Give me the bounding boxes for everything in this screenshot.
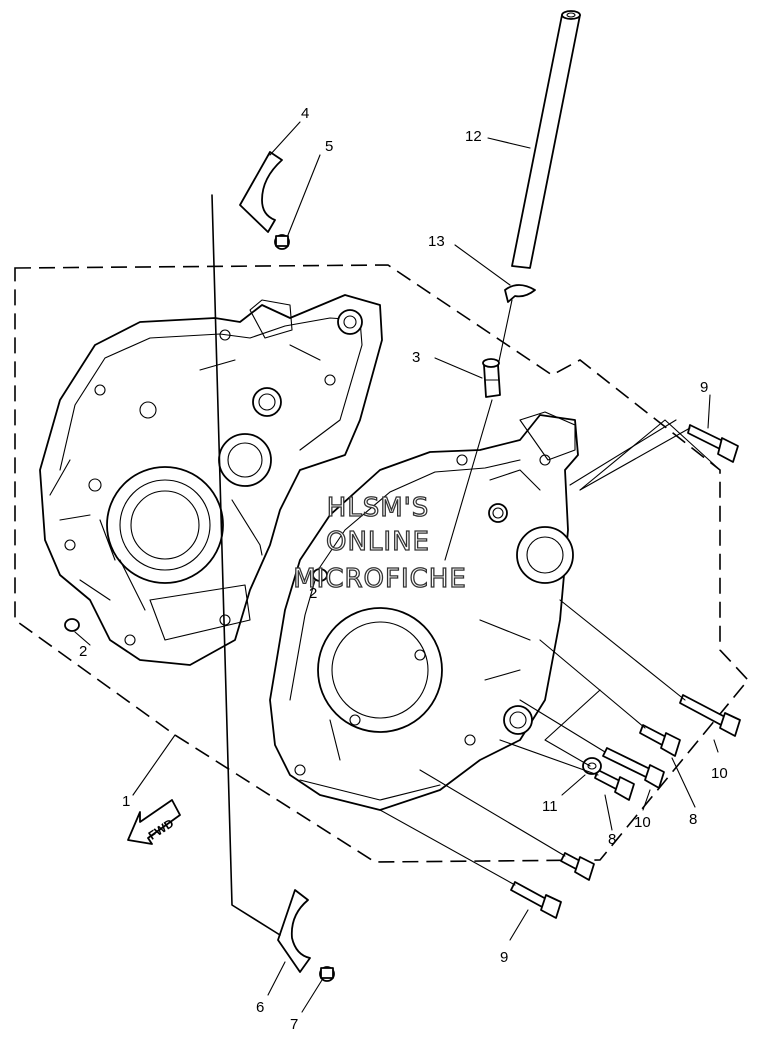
callout-8-right: 8 bbox=[689, 811, 697, 828]
callout-10-right: 10 bbox=[711, 765, 728, 782]
hose-clip bbox=[504, 284, 536, 303]
callout-10-middle: 10 bbox=[634, 814, 651, 831]
breather-joint bbox=[482, 358, 501, 398]
hose-guide-upper bbox=[239, 151, 290, 250]
bolt-10-middle bbox=[602, 747, 665, 789]
callout-3: 3 bbox=[412, 349, 420, 366]
assembly-outline bbox=[14, 264, 750, 863]
callout-5: 5 bbox=[325, 138, 333, 155]
crankcase-right bbox=[269, 411, 579, 811]
o-ring bbox=[582, 757, 602, 775]
watermark-line-2: ONLINE bbox=[326, 527, 430, 557]
callout-8-lower: 8 bbox=[608, 831, 616, 848]
bolt-8-lower bbox=[560, 852, 595, 881]
forward-arrow-icon: FWD bbox=[127, 799, 181, 845]
callout-4: 4 bbox=[301, 105, 309, 122]
bolt-9-lower bbox=[510, 881, 562, 919]
bolt-8-right bbox=[639, 724, 681, 757]
callout-12: 12 bbox=[465, 128, 482, 145]
bolt-8-middle bbox=[594, 769, 635, 801]
callout-11: 11 bbox=[542, 798, 558, 815]
callout-9-lower: 9 bbox=[500, 949, 508, 966]
bolt-9-upper bbox=[687, 424, 739, 463]
callout-13: 13 bbox=[428, 233, 445, 250]
watermark-line-3: MICROFICHE bbox=[293, 564, 467, 594]
callout-1: 1 bbox=[122, 793, 130, 810]
breather-hose bbox=[511, 10, 581, 269]
bolt-10-right bbox=[679, 694, 741, 737]
callout-2-left: 2 bbox=[79, 643, 87, 660]
callout-2-right: 2 bbox=[309, 585, 317, 602]
hose-guide-lower bbox=[277, 889, 335, 982]
crankcase-left bbox=[39, 294, 383, 666]
callout-9-upper: 9 bbox=[700, 379, 708, 396]
callout-6: 6 bbox=[256, 999, 264, 1016]
callouts: 1 2 2 3 4 5 6 7 8 8 9 9 10 10 11 12 13 bbox=[79, 105, 728, 1033]
callout-7: 7 bbox=[290, 1016, 298, 1033]
watermark: HLSM'S ONLINE MICROFICHE bbox=[293, 492, 467, 594]
watermark-line-1: HLSM'S bbox=[327, 493, 430, 523]
